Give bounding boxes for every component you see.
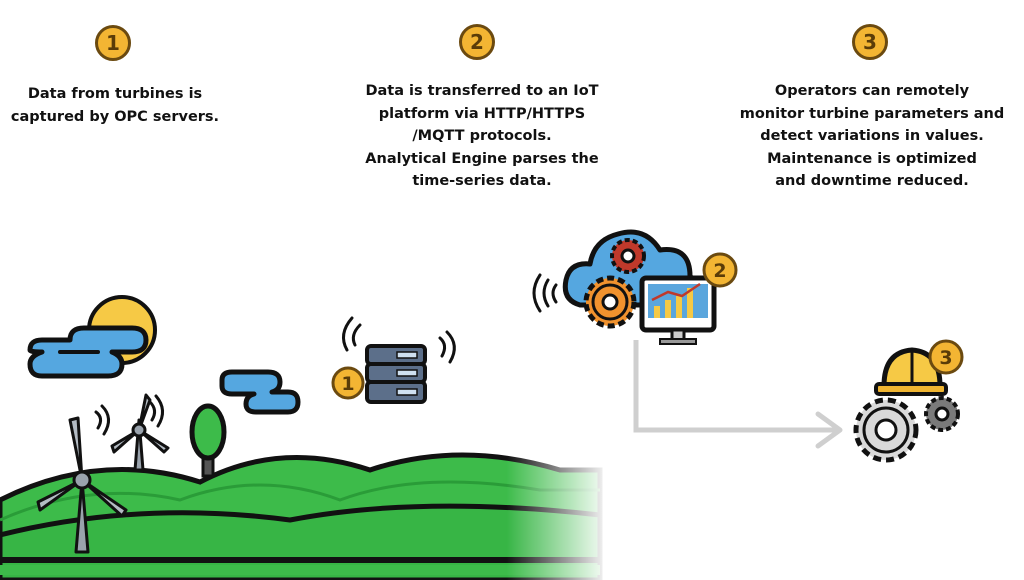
step-2-line: /MQTT protocols.	[412, 128, 552, 144]
green-hills	[0, 430, 610, 580]
wind-turbine-icon	[36, 416, 128, 554]
wifi-signal-icon	[532, 273, 558, 313]
wifi-signal-icon	[94, 394, 164, 436]
cloud-icon	[219, 369, 301, 415]
step-3-line: Operators can remotely	[774, 83, 970, 99]
step-2-line: Analytical Engine parses the	[365, 150, 599, 167]
step-2-line: platform via HTTP/HTTPS	[378, 105, 586, 122]
svg-text:2: 2	[713, 260, 726, 282]
step-3-description: Operators can remotely monitor turbine p…	[727, 80, 1017, 193]
step-1-badge: 1	[95, 25, 131, 61]
step-2-line: Data is transferred to an IoT	[365, 83, 599, 99]
server-icon	[365, 344, 427, 404]
step-3-line: Maintenance is optimized	[767, 150, 977, 167]
connector-arrow	[633, 340, 843, 449]
step-1-line: Data from turbines is	[27, 86, 203, 102]
step-3-line: and downtime reduced.	[775, 173, 969, 189]
svg-text:1: 1	[341, 373, 354, 395]
server-step-badge: 1	[331, 366, 365, 400]
step-3-line: detect variations in values.	[760, 128, 984, 144]
step-1-description: Data from turbines is captured by OPC se…	[0, 83, 230, 128]
svg-text:3: 3	[939, 347, 952, 369]
gear-icon	[924, 396, 960, 432]
step-2-description: Data is transferred to an IoT platform v…	[337, 80, 627, 193]
step-3-line: monitor turbine parameters and	[739, 105, 1005, 122]
operator-step-badge: 3	[928, 339, 964, 375]
step-3-badge: 3	[852, 24, 888, 60]
gear-icon	[853, 397, 919, 463]
step-1-line: captured by OPC servers.	[10, 108, 220, 125]
analytics-monitor-icon	[639, 275, 717, 345]
hard-hat-icon	[874, 347, 948, 396]
cloud-step-badge: 2	[702, 252, 738, 288]
wifi-signal-icon	[341, 316, 456, 364]
cloud-icon	[27, 325, 149, 379]
gear-icon	[610, 238, 646, 274]
wind-turbine-icon	[110, 393, 170, 472]
tree-icon	[189, 403, 227, 478]
step-2-line: time-series data.	[412, 173, 552, 189]
step-2-badge: 2	[459, 24, 495, 60]
gear-icon	[583, 275, 637, 329]
